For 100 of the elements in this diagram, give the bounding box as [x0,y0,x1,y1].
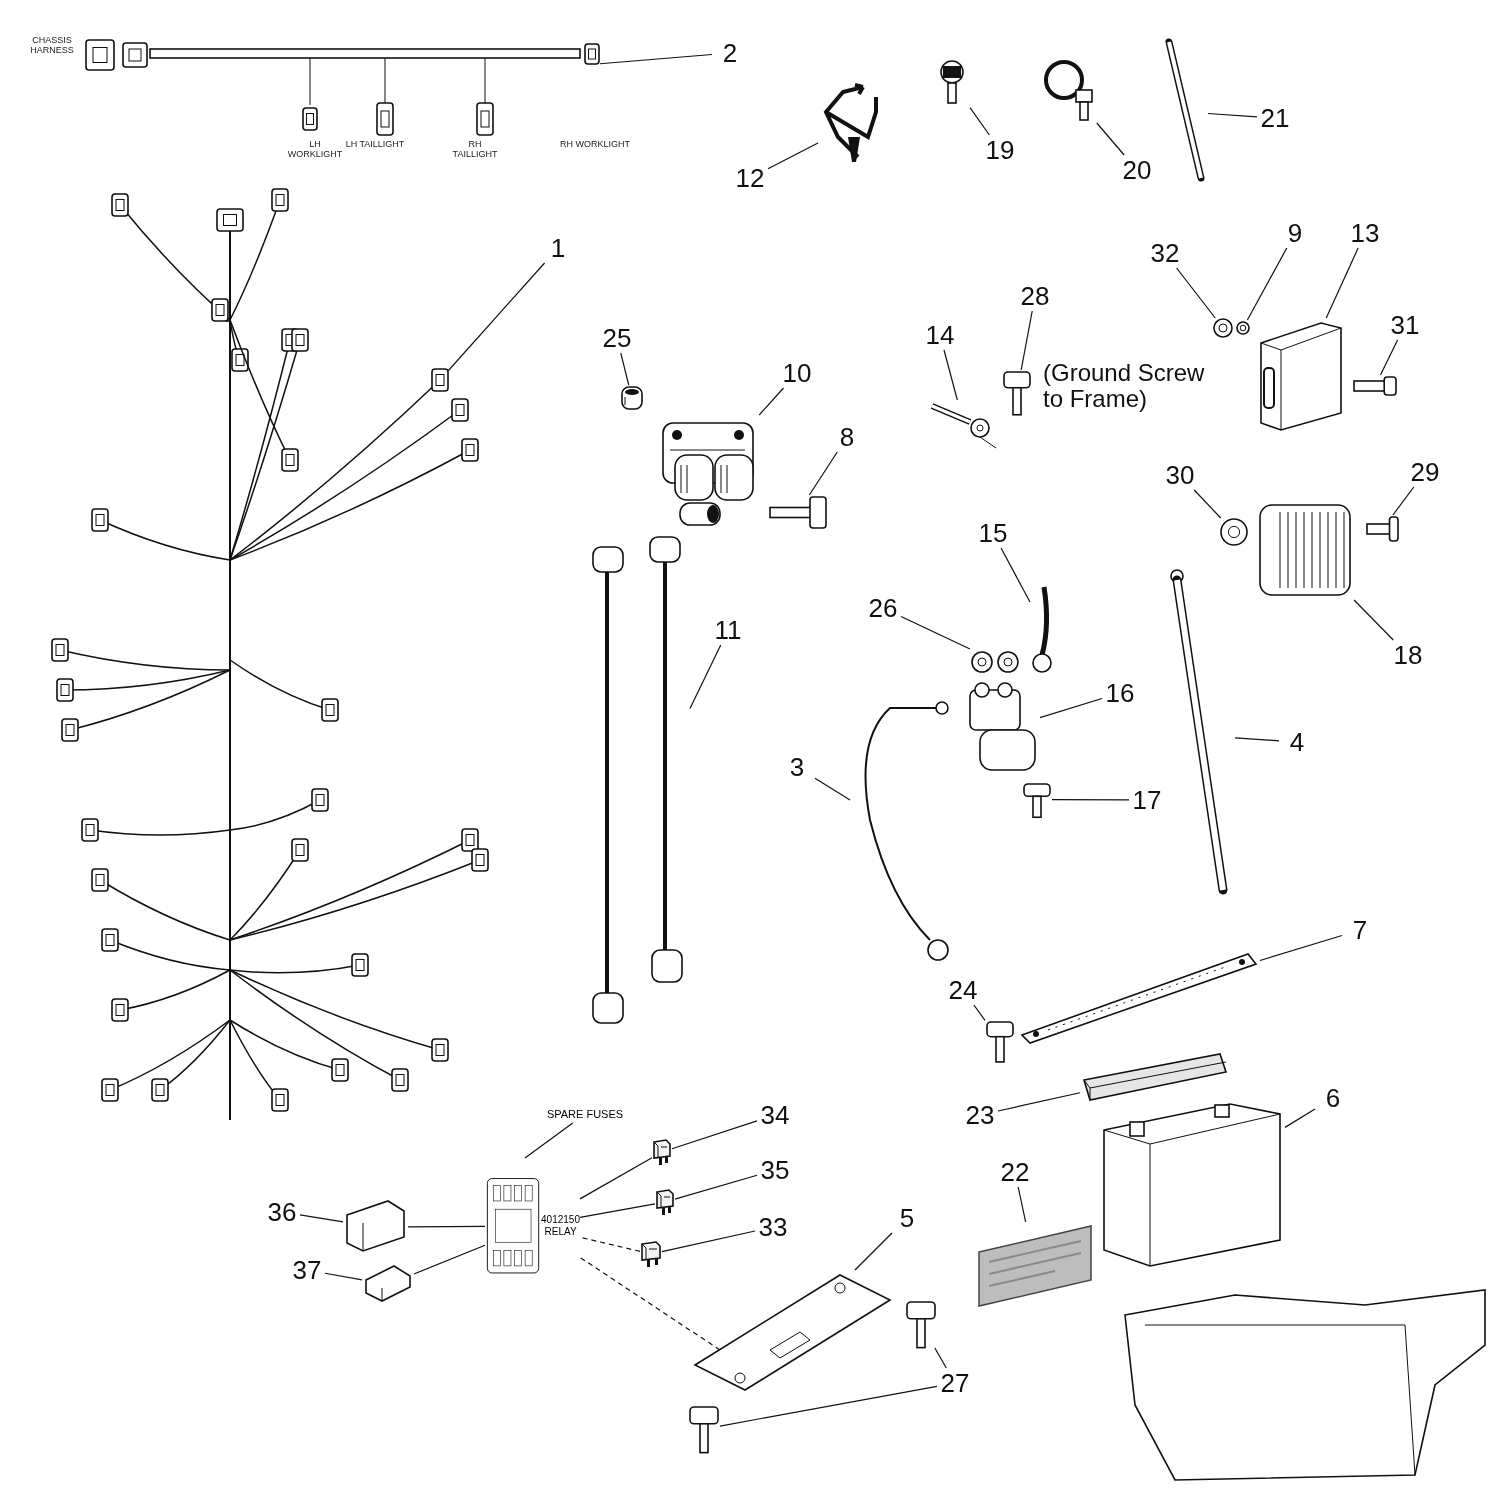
screw-drawing [1002,370,1032,415]
callout-number: 33 [758,1214,788,1240]
callout-number: 18 [1393,642,1423,668]
leader-line [767,142,819,170]
callout-number: 37 [292,1257,322,1283]
leader-line [943,349,958,401]
callout-number: 19 [985,137,1015,163]
leader-line [324,1272,363,1281]
leader-line [299,1214,344,1223]
callout-number: 25 [602,325,632,351]
leader-line [758,387,785,416]
leader-line [1379,339,1399,376]
callout-number: 12 [735,165,765,191]
leader-line [579,1203,656,1218]
callout-number: 24 [948,977,978,1003]
fuse-drawing [652,1138,672,1166]
leader-line [524,1122,574,1159]
callout-number: 1 [550,235,566,261]
leader-line [973,1004,986,1021]
leader-line [1246,247,1288,321]
connector-label: LH WORKLIGHT [286,140,344,160]
leader-line [1017,1186,1027,1223]
callout-number: 36 [267,1199,297,1225]
callout-number: 16 [1105,680,1135,706]
spacer-drawing [620,385,644,411]
cable-drawing [930,400,998,450]
leader-line [407,1225,486,1228]
callout-number: 7 [1352,917,1368,943]
callout-number: 5 [899,1205,915,1231]
leader-line [1353,599,1394,641]
callout-number: 9 [1287,220,1303,246]
leader-line [1000,547,1031,603]
leader-line [719,1385,938,1427]
note-text: SPARE FUSES [535,1105,635,1123]
screw-drawing [985,1020,1015,1062]
connector-label: LH TAILLIGHT [345,140,405,150]
callout-number: 34 [760,1102,790,1128]
screw-drawing [905,1300,937,1348]
callout-number: 30 [1165,462,1195,488]
pad-drawing [1080,1050,1230,1102]
leader-line [997,1092,1081,1112]
leader-line [661,1230,756,1253]
callout-number: 14 [925,322,955,348]
callout-number: 29 [1410,459,1440,485]
callout-number: 31 [1390,312,1420,338]
callout-number: 2 [722,40,738,66]
leader-line [900,615,971,650]
leader-line [854,1232,893,1271]
leader-line [1392,486,1415,516]
callout-number: 15 [978,520,1008,546]
leader-line [579,1256,721,1351]
callout-number: 20 [1122,157,1152,183]
callout-number: 10 [782,360,812,386]
leader-line [447,262,546,372]
bolt-drawing [1365,515,1400,543]
leader-line [579,1157,653,1200]
connector-label: CHASSIS HARNESS [29,36,75,56]
leader-line [620,352,630,386]
leader-line [599,53,713,65]
label-sheet-drawing [975,1222,1095,1310]
callout-number: 4 [1289,729,1305,755]
leader-line [808,451,838,496]
leader-line [814,777,851,801]
leader-line [1051,798,1130,801]
connector-label: RH WORKLIGHT [560,140,630,150]
callout-number: 23 [965,1102,995,1128]
bolt-drawing [1352,375,1398,397]
leader-line [689,644,722,709]
screw-drawing [1022,782,1052,817]
callout-number: 13 [1350,220,1380,246]
leader-line [1096,122,1125,156]
callout-number: 32 [1150,240,1180,266]
callout-number: 28 [1020,283,1050,309]
leader-line [1234,737,1280,742]
leader-line [674,1174,758,1200]
connector-label: RH TAILLIGHT [451,140,499,160]
leader-line [1259,934,1343,962]
fuse-drawing [655,1188,675,1216]
leader-line [1193,489,1222,519]
callout-number: 17 [1132,787,1162,813]
screw-drawing [688,1405,720,1453]
strap-drawing [1018,950,1260,1045]
callout-number: 21 [1260,105,1290,131]
leader-line [1020,310,1033,371]
fuse-box-drawing: 4012150 RELAY [485,1140,580,1312]
leader-line [671,1120,758,1150]
leader-line [1039,697,1103,719]
nut-drawing [1212,318,1234,338]
leader-line [969,107,990,136]
washer-drawing [1236,320,1250,336]
leader-line [1176,267,1216,319]
fuse-drawing [640,1240,662,1268]
leader-line [934,1347,947,1369]
callout-number: 3 [789,754,805,780]
leader-line [413,1244,486,1275]
nut-drawing [1220,518,1248,546]
callout-number: 6 [1325,1085,1341,1111]
callout-number: 35 [760,1157,790,1183]
callout-number: 11 [714,617,742,643]
leader-line [1284,1108,1316,1128]
